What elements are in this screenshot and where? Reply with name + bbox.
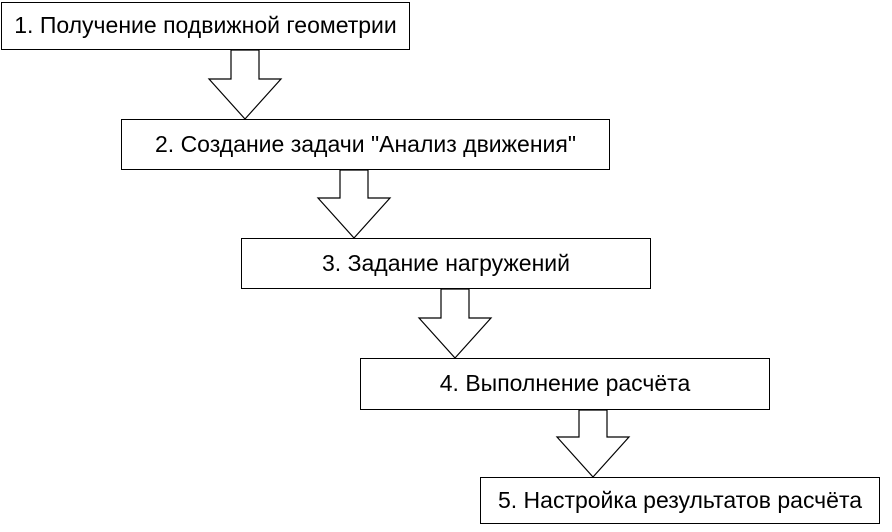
down-arrow-icon-3 xyxy=(415,289,495,358)
step-label-1: 1. Получение подвижной геометрии xyxy=(14,12,397,39)
step-box-2: 2. Создание задачи "Анализ движения" xyxy=(121,119,610,170)
down-arrow-icon-4 xyxy=(553,410,633,477)
step-box-3: 3. Задание нагружений xyxy=(241,238,651,289)
step-label-4: 4. Выполнение расчёта xyxy=(439,370,691,397)
down-arrow-icon-1 xyxy=(205,50,285,119)
step-label-2: 2. Создание задачи "Анализ движения" xyxy=(155,130,576,157)
step-label-5: 5. Настройка результатов расчёта xyxy=(497,486,863,513)
step-label-3: 3. Задание нагружений xyxy=(322,249,570,276)
step-box-1: 1. Получение подвижной геометрии xyxy=(1,2,410,50)
step-box-4: 4. Выполнение расчёта xyxy=(360,358,770,410)
down-arrow-icon-2 xyxy=(314,170,394,238)
step-box-5: 5. Настройка результатов расчёта xyxy=(480,477,880,524)
